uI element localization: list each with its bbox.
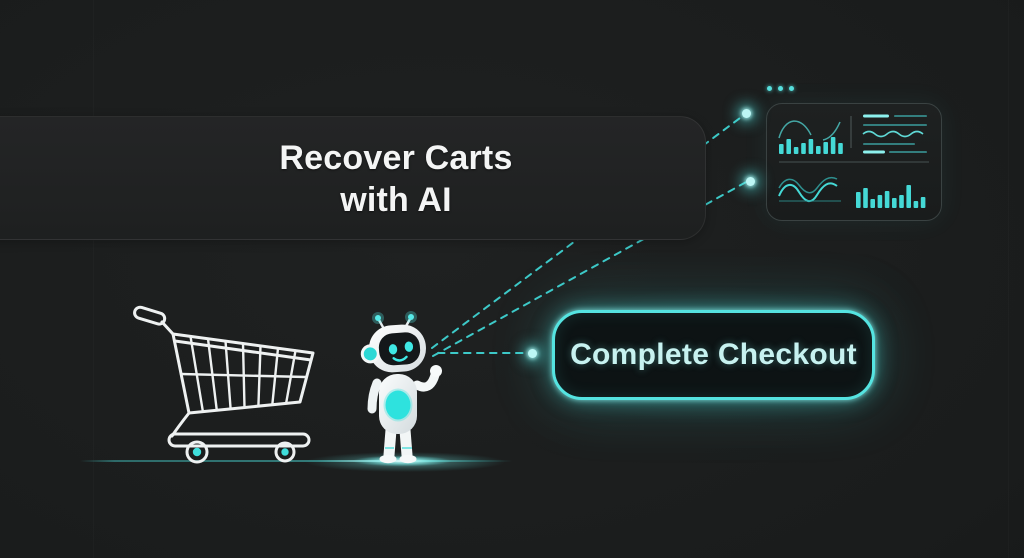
robot-ground-glow <box>305 452 505 472</box>
headline-panel: Recover Carts with AI <box>0 116 706 240</box>
analytics-dashboard-charts <box>778 114 929 208</box>
cart-basket-slats <box>179 335 308 413</box>
robot-illustration <box>360 311 442 464</box>
robot-ground-glow-core <box>352 455 452 467</box>
mini-trend-overlay <box>822 121 841 141</box>
mini-wave-top-right <box>862 130 924 138</box>
connector-endpoint-dot <box>528 349 537 358</box>
cart-handle-bar <box>160 320 175 336</box>
cart-basket-rim <box>173 339 313 362</box>
robot-body <box>379 374 417 434</box>
cart-basket <box>171 332 315 415</box>
cart-wheel-hub <box>281 448 289 456</box>
robot-arm-right <box>412 370 440 392</box>
antenna-glow <box>405 311 417 323</box>
page-title-line2: with AI <box>340 181 452 219</box>
robot-belly-light <box>385 390 411 420</box>
robot-legs <box>383 424 413 461</box>
connector-endpoint-dot <box>746 177 755 186</box>
analytics-dashboard-panel <box>766 103 942 221</box>
robot-antennae <box>377 317 412 331</box>
page-title: Recover Carts with AI <box>226 137 566 221</box>
mini-wave-bottom-dim <box>778 176 838 194</box>
robot-smile <box>392 355 408 362</box>
robot-arm-left <box>367 378 382 414</box>
background-seam <box>93 0 94 558</box>
robot-eye <box>388 344 398 355</box>
robot-foot <box>399 454 417 464</box>
antenna-tip <box>408 314 414 320</box>
mini-bar-chart-bottom-right <box>856 185 926 208</box>
cart-wheel-hub <box>192 447 202 457</box>
mini-curve-overlay <box>778 120 812 139</box>
connector-endpoint-dot <box>742 109 751 118</box>
robot-foot <box>379 454 397 464</box>
antenna-glow <box>372 312 384 324</box>
complete-checkout-button[interactable]: Complete Checkout <box>552 310 875 400</box>
mini-report-lines <box>863 114 927 154</box>
cart-wheel-front <box>185 440 209 464</box>
cart-handle-grip <box>133 305 167 326</box>
mini-bar-chart-top-left <box>779 137 843 154</box>
shopping-cart-illustration <box>133 305 315 464</box>
belly-glow <box>383 388 413 422</box>
robot-eye <box>404 341 414 352</box>
page-title-line1: Recover Carts <box>279 139 513 177</box>
cart-front-post <box>170 411 191 438</box>
cart-wheel-back <box>274 441 296 463</box>
cart-base <box>167 432 311 448</box>
robot-ear <box>360 344 380 364</box>
antenna-tip <box>375 315 381 321</box>
robot-head <box>360 324 426 373</box>
background-seam <box>1008 0 1009 558</box>
ellipsis-icon <box>767 86 794 91</box>
robot-face-screen <box>378 332 421 366</box>
robot-hand <box>430 365 442 377</box>
